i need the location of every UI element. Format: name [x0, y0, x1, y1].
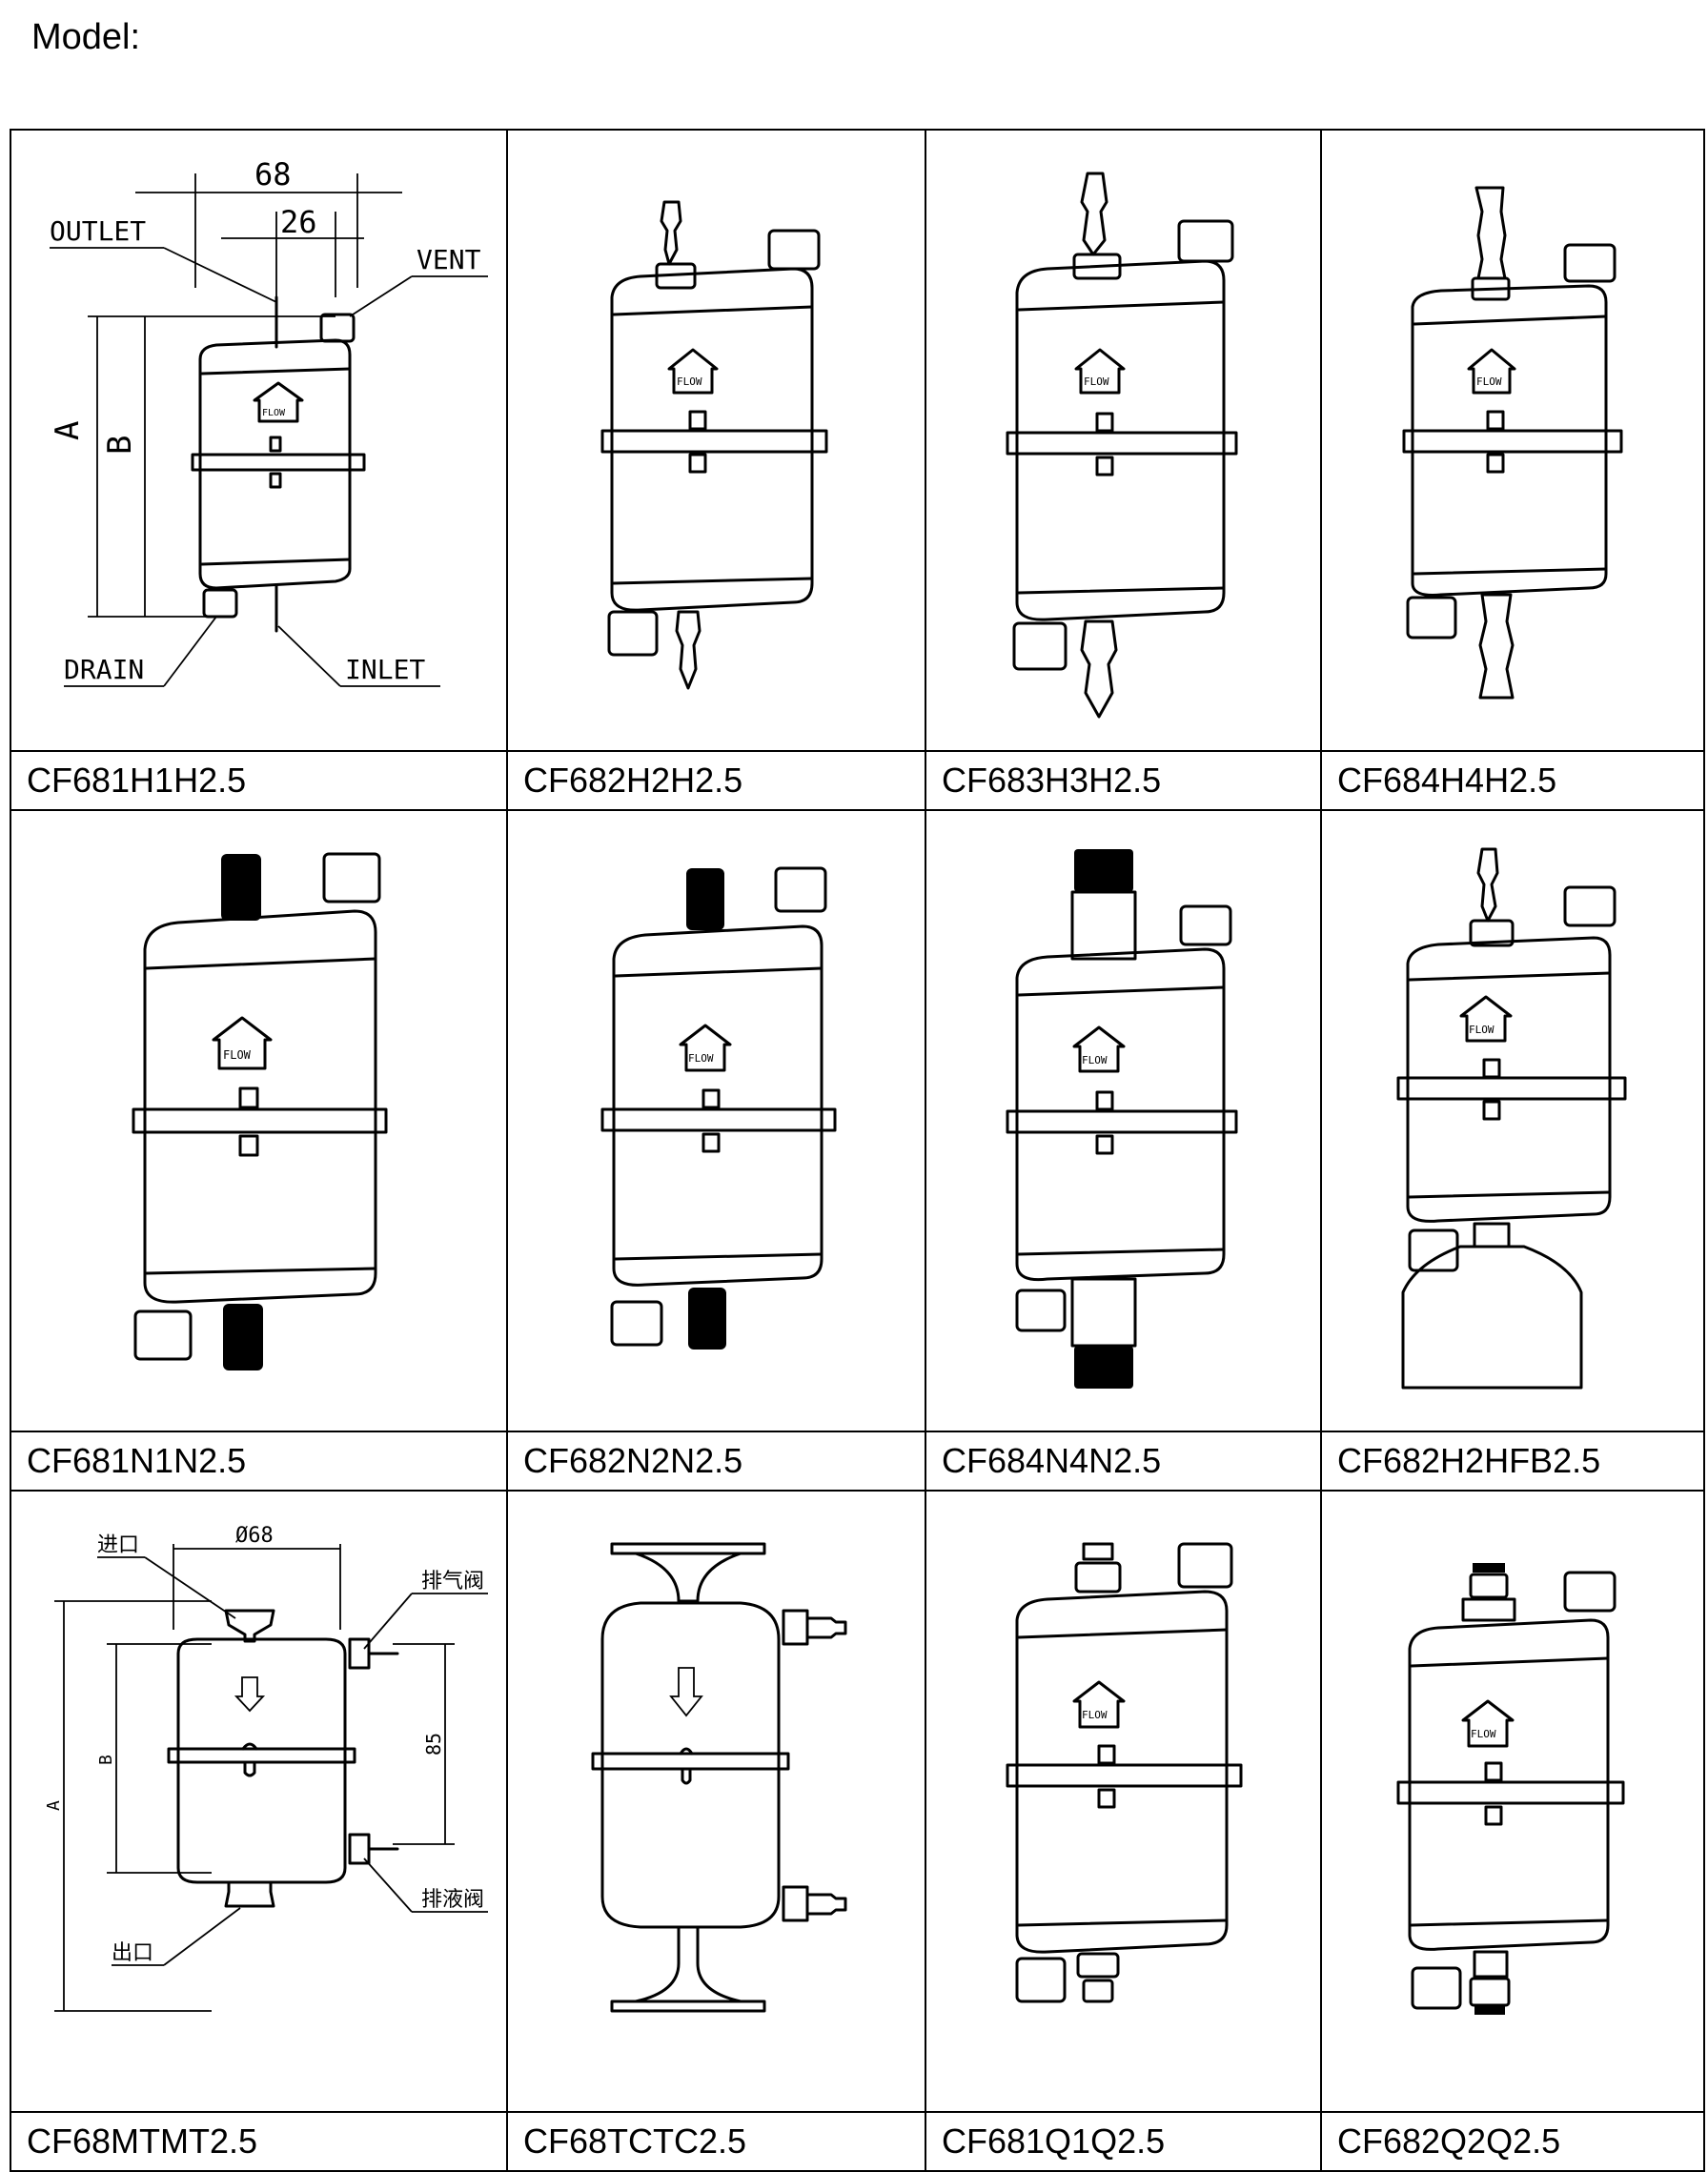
- logo-text: FLOW: [262, 408, 286, 418]
- filter-drawing: FLOW: [1396, 1563, 1625, 2015]
- outlet-label: 出口: [112, 1941, 153, 1965]
- dim-width-label: 68: [254, 156, 292, 193]
- logo-text: FLOW: [1476, 376, 1502, 388]
- model-drawing-cf681q1q: FLOW: [925, 1490, 1322, 2113]
- inlet-label: 进口: [97, 1533, 139, 1557]
- dim-b-label: B: [101, 436, 139, 455]
- dim-height-label: 85: [422, 1733, 445, 1756]
- model-label: CF681N1N2.5: [10, 1431, 508, 1492]
- filter-drawing: FLOW: [1396, 847, 1627, 1390]
- logo-text: FLOW: [1469, 1024, 1494, 1036]
- model-label: CF68TCTC2.5: [506, 2111, 926, 2172]
- model-label: CF684N4N2.5: [925, 1431, 1322, 1492]
- label-row-3: CF68MTMT2.5 CF68TCTC2.5 CF681Q1Q2.5 CF68…: [10, 2111, 1705, 2172]
- dimension-drawing: 进口 Ø68 排气阀 A B: [44, 1524, 488, 2012]
- model-drawing-cf684n4n: FLOW: [925, 809, 1322, 1432]
- vent-label: 排气阀: [421, 1570, 484, 1593]
- model-drawing-cf681n1n: FLOW: [10, 809, 508, 1432]
- model-drawing-cf684h4h: FLOW: [1320, 129, 1705, 752]
- model-drawing-cf681h1h: 68 26 OUTLET VENT A B: [10, 129, 508, 752]
- outlet-label: OUTLET: [50, 215, 146, 247]
- label-row-1: CF681H1H2.5 CF682H2H2.5 CF683H3H2.5 CF68…: [10, 750, 1705, 811]
- logo-text: FLOW: [223, 1048, 252, 1062]
- logo-text: FLOW: [1082, 1709, 1108, 1721]
- label-row-2: CF681N1N2.5 CF682N2N2.5 CF684N4N2.5 CF68…: [10, 1431, 1705, 1492]
- model-drawing-cf682n2n: FLOW: [506, 809, 926, 1432]
- filter-drawing: FLOW: [1006, 172, 1237, 719]
- logo-text: FLOW: [1471, 1728, 1496, 1740]
- model-label: CF682Q2Q2.5: [1320, 2111, 1705, 2172]
- image-row-2: FLOW FLOW: [10, 809, 1705, 1432]
- model-label: CF681H1H2.5: [10, 750, 508, 811]
- logo-text: FLOW: [1082, 1054, 1108, 1066]
- filter-drawing: [591, 1542, 846, 2013]
- model-label: CF682H2HFB2.5: [1320, 1431, 1705, 1492]
- model-drawing-cf68mtmt: 进口 Ø68 排气阀 A B: [10, 1490, 508, 2113]
- dim-a-label: A: [44, 1800, 64, 1811]
- dimension-drawing: 68 26 OUTLET VENT A B: [49, 156, 488, 687]
- model-label: CF682H2H2.5: [506, 750, 926, 811]
- filter-drawing: FLOW: [1006, 1542, 1242, 2003]
- model-label: CF684H4H2.5: [1320, 750, 1705, 811]
- model-drawing-cf682h2hfb: FLOW: [1320, 809, 1705, 1432]
- logo-text: FLOW: [688, 1052, 714, 1065]
- image-row-1: 68 26 OUTLET VENT A B: [10, 129, 1705, 752]
- dim-a-label: A: [49, 421, 87, 440]
- model-drawing-cf68tctc: [506, 1490, 926, 2113]
- image-row-3: 进口 Ø68 排气阀 A B: [10, 1490, 1705, 2113]
- logo-text: FLOW: [1084, 376, 1109, 388]
- dim-port-label: 26: [280, 204, 317, 240]
- vent-label: VENT: [417, 244, 481, 275]
- filter-drawing: FLOW: [132, 852, 387, 1370]
- dim-b-label: B: [96, 1755, 116, 1765]
- model-label: CF683H3H2.5: [925, 750, 1322, 811]
- filter-drawing: FLOW: [600, 200, 827, 690]
- model-label: CF68MTMT2.5: [10, 2111, 508, 2172]
- drain-label: DRAIN: [64, 654, 144, 685]
- inlet-label: INLET: [345, 654, 425, 685]
- model-label: CF681Q1Q2.5: [925, 2111, 1322, 2172]
- filter-drawing: FLOW: [1006, 849, 1237, 1389]
- model-drawing-cf683h3h: FLOW: [925, 129, 1322, 752]
- model-table: 68 26 OUTLET VENT A B: [10, 129, 1705, 2172]
- filter-drawing: FLOW: [600, 866, 836, 1350]
- logo-text: FLOW: [677, 376, 702, 388]
- drain-label: 排液阀: [421, 1888, 484, 1912]
- model-drawing-cf682h2h: FLOW: [506, 129, 926, 752]
- filter-drawing: FLOW: [1402, 186, 1623, 700]
- model-label: CF682N2N2.5: [506, 1431, 926, 1492]
- page-title: Model:: [31, 17, 141, 57]
- model-drawing-cf682q2q: FLOW: [1320, 1490, 1705, 2113]
- dim-diameter-label: Ø68: [235, 1524, 274, 1548]
